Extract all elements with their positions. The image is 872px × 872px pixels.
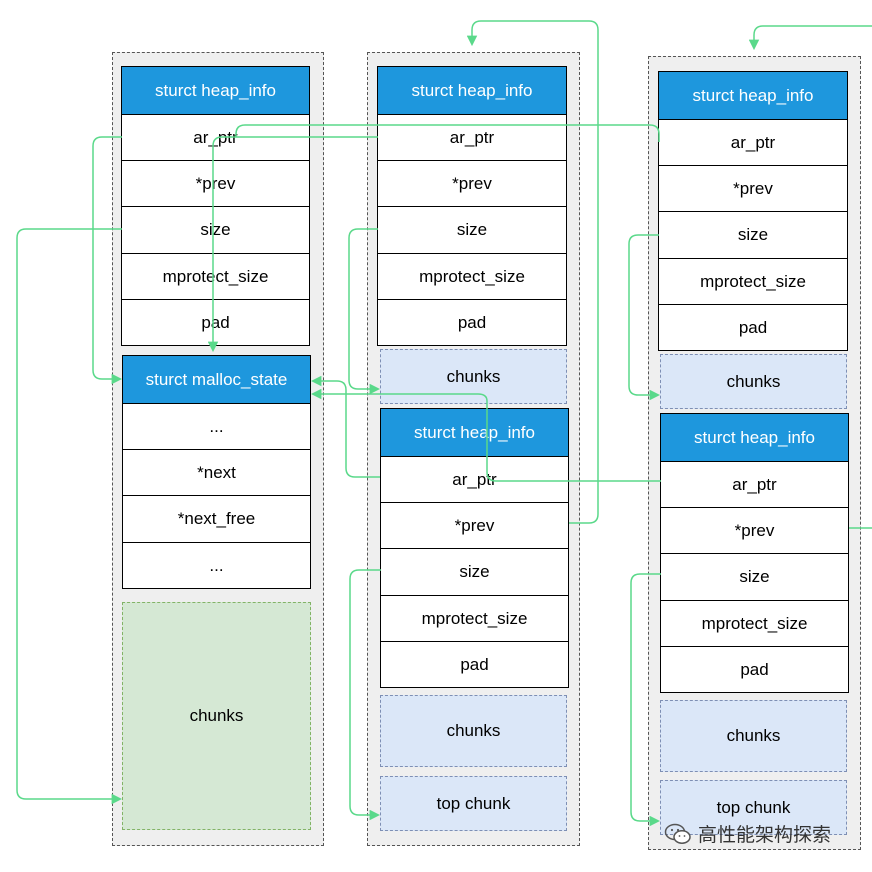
heap-info-header: sturct heap_info [381,409,568,456]
watermark: 高性能架构探索 [664,820,831,847]
wechat-icon [664,823,691,844]
arrow-size-to-main-chunks [16,228,123,805]
malloc-state-struct: sturct malloc_state ... *next *next_free… [122,355,311,589]
field-size: size [378,206,566,253]
heap-info-header: sturct heap_info [659,72,847,119]
arrow-ar-ptr-2a-to-malloc-state [207,136,378,353]
field-pad: pad [122,299,309,345]
arrow-ar-ptr-2b-to-malloc-state [310,375,380,478]
heap-info-struct-2b: sturct heap_info ar_ptr *prev size mprot… [380,408,569,688]
main-arena-chunks: chunks [122,602,311,830]
field-ellipsis-1: ... [123,403,310,449]
field-ar-ptr: ar_ptr [661,461,848,507]
arrow-ar-ptr-3a [235,124,660,142]
field-pad: pad [659,304,847,350]
field-pad: pad [381,641,568,687]
field-ellipsis-2: ... [123,542,310,588]
field-size: size [661,553,848,600]
heap-info-struct-3a: sturct heap_info ar_ptr *prev size mprot… [658,71,848,351]
field-mprotect-size: mprotect_size [378,253,566,299]
field-prev: *prev [661,507,848,553]
field-mprotect-size: mprotect_size [381,595,568,641]
arrow-ar-ptr-to-malloc-state [92,136,123,385]
heap-2b-top-chunk: top chunk [380,776,567,831]
heap-3a-chunks: chunks [660,354,847,409]
heap-info-header: sturct heap_info [661,414,848,461]
field-pad: pad [661,646,848,692]
arrow-prev-2b-to-heap-2a [466,20,599,524]
field-mprotect-size: mprotect_size [661,600,848,646]
arrow-ar-ptr-3b-to-malloc-state [310,388,661,482]
arrow-into-heap-3a [748,25,872,51]
heap-info-struct-2a: sturct heap_info ar_ptr *prev size mprot… [377,66,567,346]
field-mprotect-size: mprotect_size [122,253,309,299]
heap-3b-top-chunk: top chunk [660,780,847,835]
arrow-size-3a-to-chunks [628,234,661,401]
field-ar-ptr: ar_ptr [378,114,566,160]
field-ar-ptr: ar_ptr [659,119,847,165]
field-size: size [381,548,568,595]
field-next: *next [123,449,310,495]
heap-3b-chunks: chunks [660,700,847,772]
malloc-state-header: sturct malloc_state [123,356,310,403]
heap-2b-chunks: chunks [380,695,567,767]
arrow-size-3b-to-top-chunk [630,573,661,827]
heap-2a-chunks: chunks [380,349,567,404]
heap-info-header: sturct heap_info [378,67,566,114]
heap-info-header: sturct heap_info [122,67,309,114]
field-pad: pad [378,299,566,345]
field-prev: *prev [381,502,568,548]
arrow-size-2b-to-top-chunk [349,569,381,821]
heap-info-struct-3b: sturct heap_info ar_ptr *prev size mprot… [660,413,849,693]
field-ar-ptr: ar_ptr [381,456,568,502]
field-size: size [659,211,847,258]
watermark-text: 高性能架构探索 [698,825,832,846]
field-next-free: *next_free [123,495,310,542]
field-prev: *prev [378,160,566,206]
field-mprotect-size: mprotect_size [659,258,847,304]
field-prev: *prev [659,165,847,211]
arrow-size-2a-to-chunks [348,228,381,395]
field-size: size [122,206,309,253]
field-prev: *prev [122,160,309,206]
